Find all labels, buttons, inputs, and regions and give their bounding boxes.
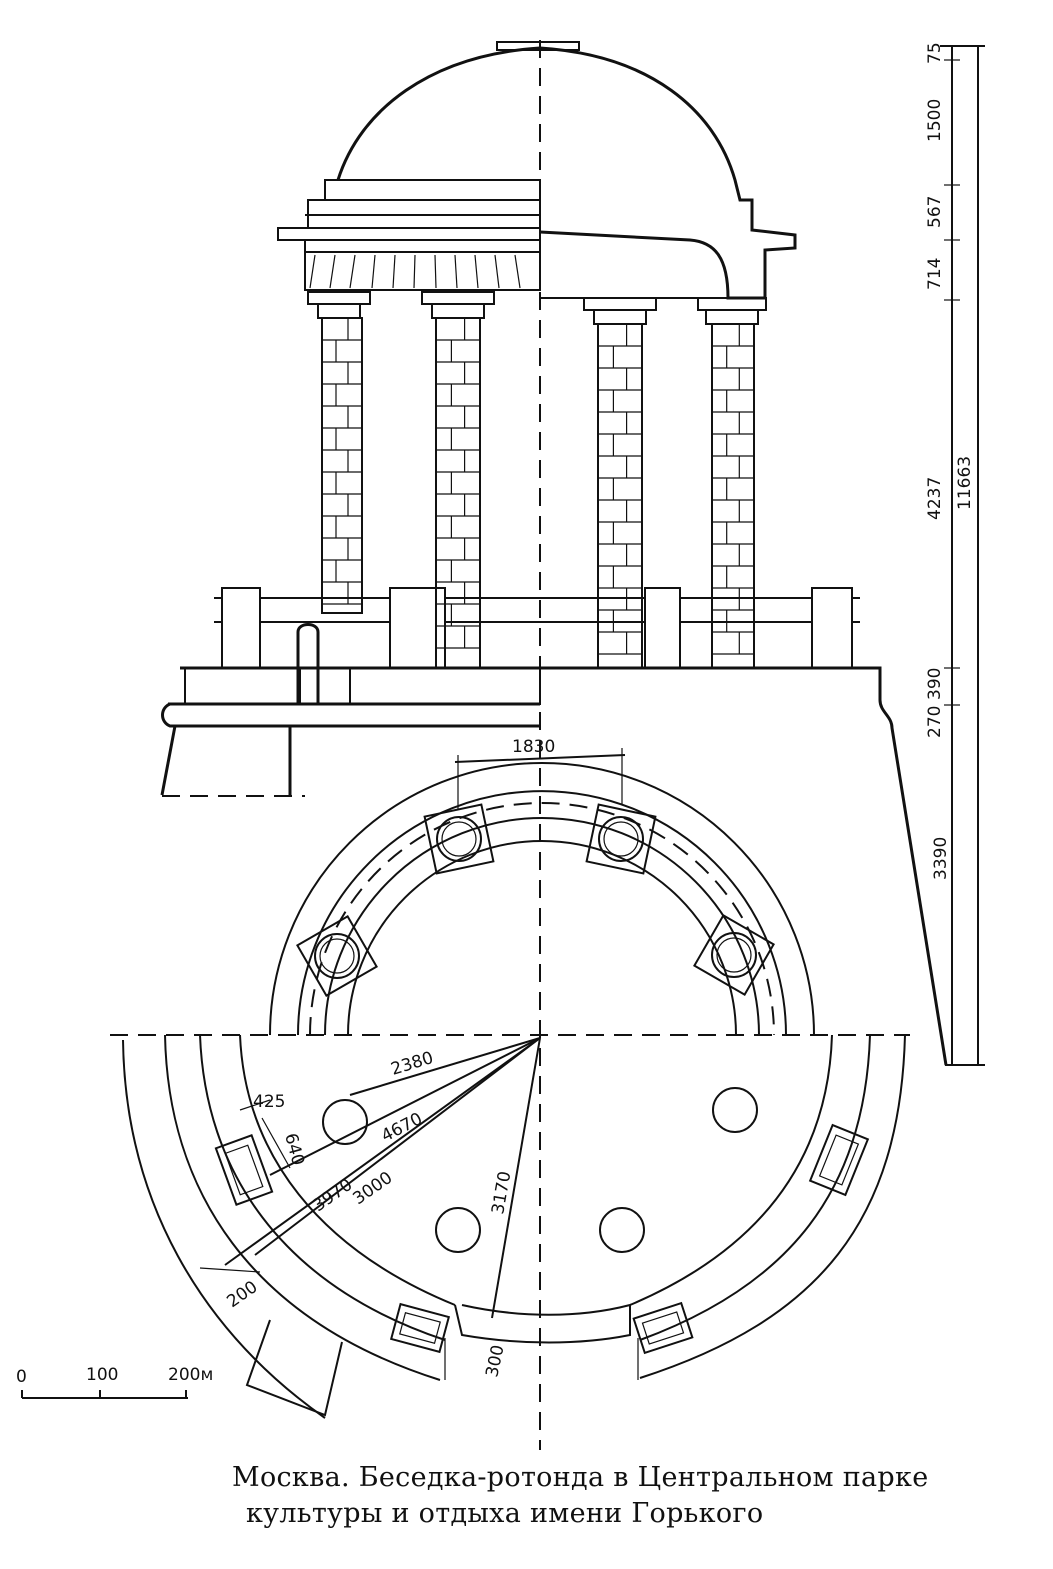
ring-outer bbox=[269, 762, 815, 1036]
radius-2380 bbox=[349, 1037, 541, 1096]
dim-1830: 1830 bbox=[512, 737, 555, 757]
scale-tick-0: 0 bbox=[16, 1367, 27, 1387]
terrace-outer-arc bbox=[122, 1039, 326, 1419]
terrace-right-arc-2 bbox=[639, 1034, 871, 1341]
column-masonry bbox=[322, 318, 754, 655]
terrace-arc-2 bbox=[164, 1034, 441, 1381]
radius-4670 bbox=[269, 1037, 541, 1176]
dim-200: 200 bbox=[223, 1277, 261, 1312]
plan-circle-4 bbox=[599, 1207, 645, 1253]
entry-sides bbox=[444, 1338, 639, 1380]
dim-567: 567 bbox=[925, 196, 945, 228]
dome-lantern-cap bbox=[496, 41, 580, 51]
entablature bbox=[304, 251, 541, 291]
radius-3000 bbox=[254, 1037, 541, 1256]
dim-714: 714 bbox=[925, 258, 945, 290]
dim-200-line bbox=[199, 1267, 261, 1273]
vault-section bbox=[539, 230, 765, 300]
dim-425: 425 bbox=[253, 1092, 285, 1112]
cornice-top bbox=[324, 179, 541, 201]
ring-inner-1 bbox=[324, 817, 760, 1036]
platform-plan: 2380 4670 3970 3000 3170 425 640 200 300 bbox=[122, 1034, 906, 1419]
entablature-hatching bbox=[309, 254, 521, 289]
dim-300: 300 bbox=[482, 1343, 508, 1379]
plan-column-2 bbox=[423, 803, 495, 875]
scale-tick-200: 200м bbox=[168, 1365, 213, 1385]
caption-line-1: Москва. Беседка-ротонда в Центральном па… bbox=[232, 1462, 929, 1493]
dim-1500: 1500 bbox=[925, 99, 945, 142]
terrace-right-arc-3 bbox=[629, 1034, 833, 1306]
dim-425-line bbox=[239, 1099, 271, 1111]
niche-right bbox=[808, 1123, 870, 1197]
plan-column-3 bbox=[585, 803, 657, 875]
dim-11663: 11663 bbox=[955, 456, 975, 510]
dome-outline bbox=[336, 46, 797, 298]
scale-tick-100: 100 bbox=[86, 1365, 118, 1385]
balustrade bbox=[214, 587, 860, 669]
dim-640-line bbox=[261, 1117, 291, 1169]
radius-3170 bbox=[491, 1037, 541, 1319]
entry-step bbox=[454, 1303, 631, 1344]
dim-4237: 4237 bbox=[925, 477, 945, 520]
terrace-arc-4 bbox=[239, 1034, 456, 1306]
dim-390: 390 bbox=[925, 668, 945, 700]
column-axis-ring bbox=[309, 802, 775, 1036]
caption-line-2: культуры и отдыха имени Горького bbox=[246, 1498, 764, 1529]
ring-inner-2 bbox=[347, 840, 737, 1036]
radius-3970 bbox=[224, 1037, 541, 1266]
height-dimensions: 75 1500 567 714 4237 390 270 3390 11663 bbox=[925, 42, 985, 1066]
niche-bottom-right bbox=[632, 1301, 694, 1355]
plan-column-4 bbox=[693, 914, 775, 996]
dim-line-1830 bbox=[454, 754, 626, 763]
columns bbox=[307, 291, 767, 669]
dim-3000: 3000 bbox=[349, 1168, 396, 1209]
elevation-view bbox=[160, 40, 948, 1450]
niche-left bbox=[214, 1134, 274, 1206]
dim-640: 640 bbox=[280, 1131, 308, 1168]
niche-bottom-left bbox=[389, 1302, 451, 1354]
stair-block bbox=[245, 1319, 343, 1417]
dim-270: 270 bbox=[925, 706, 945, 738]
terrace-right-arc-1 bbox=[639, 1034, 906, 1379]
entry-arch bbox=[296, 623, 320, 704]
column-4 bbox=[697, 297, 767, 669]
scale-bar: 0 100 200м bbox=[16, 1365, 213, 1399]
plan-circle-3 bbox=[435, 1207, 481, 1253]
dim-3970: 3970 bbox=[309, 1175, 356, 1216]
ring-outer-2 bbox=[297, 790, 787, 1036]
plan-circle-1 bbox=[322, 1099, 368, 1145]
dim-4670: 4670 bbox=[378, 1109, 426, 1146]
dim-3390: 3390 bbox=[931, 837, 951, 880]
plan-circle-2 bbox=[712, 1087, 758, 1133]
base-profile-right bbox=[540, 666, 948, 1066]
plinth-left bbox=[349, 667, 541, 705]
column-1 bbox=[307, 291, 371, 614]
dim-75: 75 bbox=[925, 42, 945, 64]
step-block bbox=[184, 667, 301, 705]
base-moulding bbox=[161, 702, 540, 728]
terrace-arc-3 bbox=[199, 1034, 446, 1341]
frieze-band bbox=[304, 239, 541, 253]
roof-plan: 1830 bbox=[269, 737, 815, 1036]
dim-2380: 2380 bbox=[389, 1048, 436, 1080]
plan-column-1 bbox=[296, 915, 378, 997]
cornice-overhang bbox=[277, 227, 541, 241]
base-legs bbox=[160, 725, 292, 796]
figure-caption: Москва. Беседка-ротонда в Центральном па… bbox=[232, 1460, 1042, 1532]
column-2 bbox=[421, 291, 495, 669]
